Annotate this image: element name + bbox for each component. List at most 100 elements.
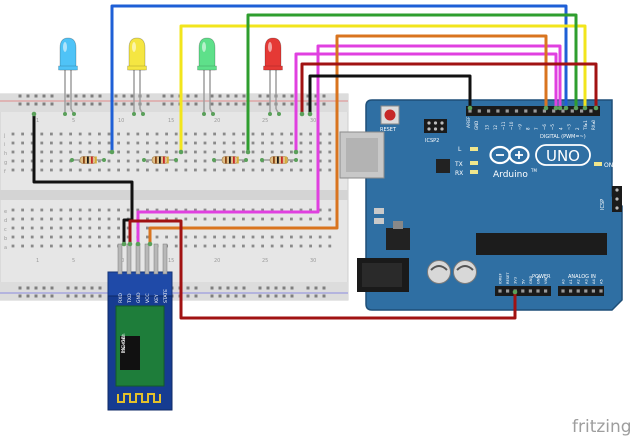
breadboard-hole (165, 235, 168, 239)
rail-hole (194, 294, 198, 298)
wire-magenta-1[interactable] (294, 52, 558, 154)
breadboard-hole (318, 217, 322, 221)
rail-hole (90, 286, 94, 290)
breadboard-hole (40, 217, 44, 221)
breadboard-hole (146, 226, 149, 230)
breadboard-hole (155, 132, 159, 136)
digital-pin-label: 8 (526, 127, 531, 130)
analog-pin-hole[interactable] (599, 289, 603, 293)
rail-hole (82, 294, 86, 298)
analog-pin-hole[interactable] (569, 289, 573, 293)
analog-header (558, 286, 604, 296)
power-pin-hole[interactable] (544, 289, 548, 293)
rail-hole (186, 102, 190, 106)
breadboard-hole (50, 168, 53, 172)
rail-hole (194, 286, 198, 290)
digital-pin-hole[interactable] (496, 109, 500, 113)
analog-pin-hole[interactable] (576, 289, 580, 293)
hc06-pin[interactable] (126, 243, 132, 275)
breadboard-hole (194, 168, 197, 172)
row-letter: b (4, 236, 7, 242)
usb-chip (436, 159, 450, 173)
breadboard-hole (50, 244, 53, 248)
breadboard-hole (88, 226, 92, 230)
wire-orange[interactable] (148, 34, 548, 246)
breadboard-hole (184, 168, 188, 172)
breadboard-hole (184, 132, 188, 136)
hc06-pin[interactable] (144, 243, 150, 275)
rail-hole (282, 294, 286, 298)
digital-pin-hole[interactable] (589, 109, 593, 113)
power-pin-hole[interactable] (536, 289, 540, 293)
analog-pin-hole[interactable] (591, 289, 595, 293)
breadboard-hole (174, 217, 178, 221)
rail-hole (50, 286, 54, 290)
digital-pin-hole[interactable] (552, 109, 556, 113)
resistor (70, 156, 106, 164)
breadboard-hole (270, 150, 274, 154)
breadboard-hole (59, 244, 63, 248)
digital-pin-label: ~10 (509, 121, 514, 130)
digital-pin-hole[interactable] (533, 109, 537, 113)
breadboard-hole (318, 235, 322, 239)
breadboard-hole (213, 244, 216, 248)
analog-pin-hole[interactable] (561, 289, 565, 293)
rail-hole (226, 294, 230, 298)
breadboard-hole (328, 150, 332, 154)
hc06-pin[interactable] (135, 243, 141, 275)
power-pin-hole[interactable] (498, 289, 502, 293)
wire-green[interactable] (246, 13, 578, 154)
analog-pin-hole[interactable] (584, 289, 588, 293)
power-pin-hole[interactable] (528, 289, 532, 293)
wire-dark-red-2[interactable] (128, 219, 517, 320)
wire-black-2[interactable] (32, 112, 134, 246)
digital-pin-hole[interactable] (514, 109, 519, 113)
usb-connector (339, 131, 385, 179)
breadboard-hole (126, 132, 130, 136)
breadboard-hole (318, 159, 322, 163)
breadboard-hole (98, 141, 101, 145)
breadboard-hole (203, 132, 207, 136)
wire-dark-red-1[interactable] (300, 62, 598, 116)
breadboard-hole (328, 141, 332, 145)
wire-yellow[interactable] (179, 24, 587, 154)
breadboard-hole (309, 159, 312, 163)
breadboard-hole (11, 132, 15, 136)
breadboard-hole (261, 235, 264, 239)
breadboard-hole (251, 217, 255, 221)
digital-pin-label: 4 (558, 127, 563, 130)
power-pin-hole[interactable] (506, 289, 510, 293)
reset-button[interactable] (380, 105, 400, 125)
hc06-pin[interactable] (153, 243, 159, 275)
digital-pin-hole[interactable] (580, 109, 584, 113)
breadboard-hole (50, 208, 53, 212)
rail-hole (210, 102, 214, 106)
breadboard-hole (11, 217, 15, 221)
hc06-pin[interactable] (117, 243, 123, 275)
wire-magenta-2[interactable] (136, 44, 562, 246)
breadboard-hole (30, 159, 34, 163)
breadboard-hole (242, 132, 245, 136)
digital-pin-hole[interactable] (487, 109, 491, 113)
digital-pin-hole[interactable] (524, 109, 528, 113)
rail-hole (66, 286, 70, 290)
breadboard-hole (309, 244, 312, 248)
row-letter: i (4, 142, 5, 148)
breadboard-hole (107, 150, 111, 154)
rail-hole (130, 102, 134, 106)
hc06-pin[interactable] (162, 243, 168, 275)
wire-blue[interactable] (110, 4, 568, 154)
l-led-label: L (458, 146, 462, 153)
breadboard-hole (290, 235, 293, 239)
digital-pin-hole[interactable] (505, 109, 509, 113)
digital-pin-hole[interactable] (468, 109, 472, 113)
breadboard-hole (88, 235, 92, 239)
wire-black-1[interactable] (308, 74, 472, 116)
rail-hole (66, 294, 70, 298)
digital-pin-hole[interactable] (477, 109, 481, 113)
digital-pin-hole[interactable] (570, 109, 574, 113)
power-pin-hole[interactable] (521, 289, 525, 293)
digital-pin-hole[interactable] (561, 109, 565, 113)
digital-pin-hole[interactable] (542, 109, 546, 113)
